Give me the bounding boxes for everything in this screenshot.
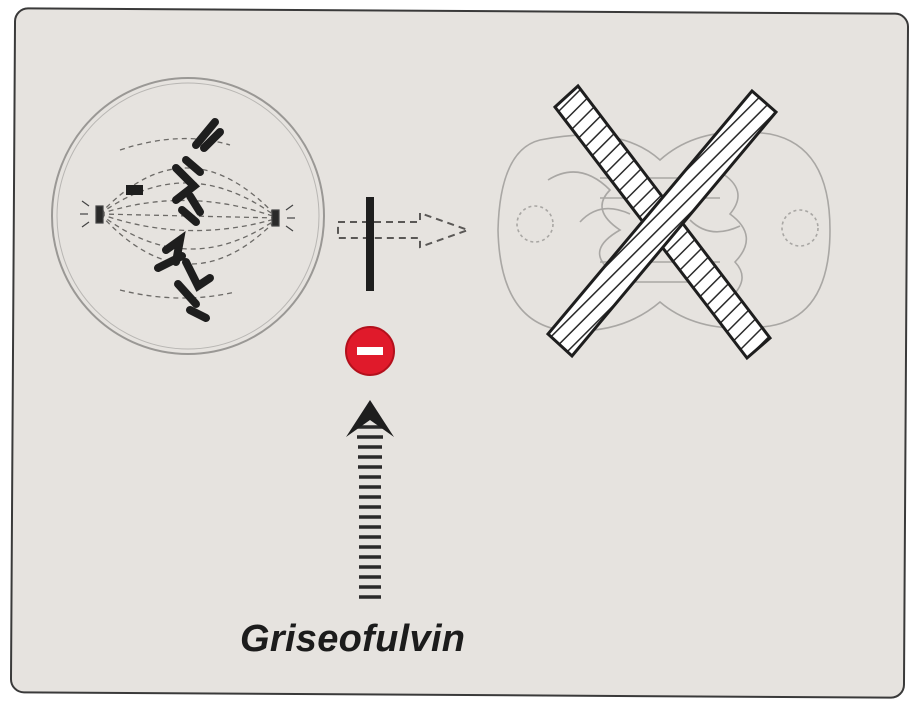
chromosome-fragment — [126, 185, 143, 195]
centrosome-left — [80, 201, 103, 227]
blocked-x-icon — [548, 86, 776, 358]
chromosomes — [158, 122, 220, 318]
drug-action-arrow — [346, 400, 394, 597]
progression-arrow — [338, 213, 468, 247]
metaphase-cell — [52, 78, 324, 354]
block-bar — [366, 197, 374, 291]
centrosome-right — [272, 205, 295, 231]
inhibitor-icon — [346, 327, 394, 375]
drug-label: Griseofulvin — [240, 618, 510, 661]
